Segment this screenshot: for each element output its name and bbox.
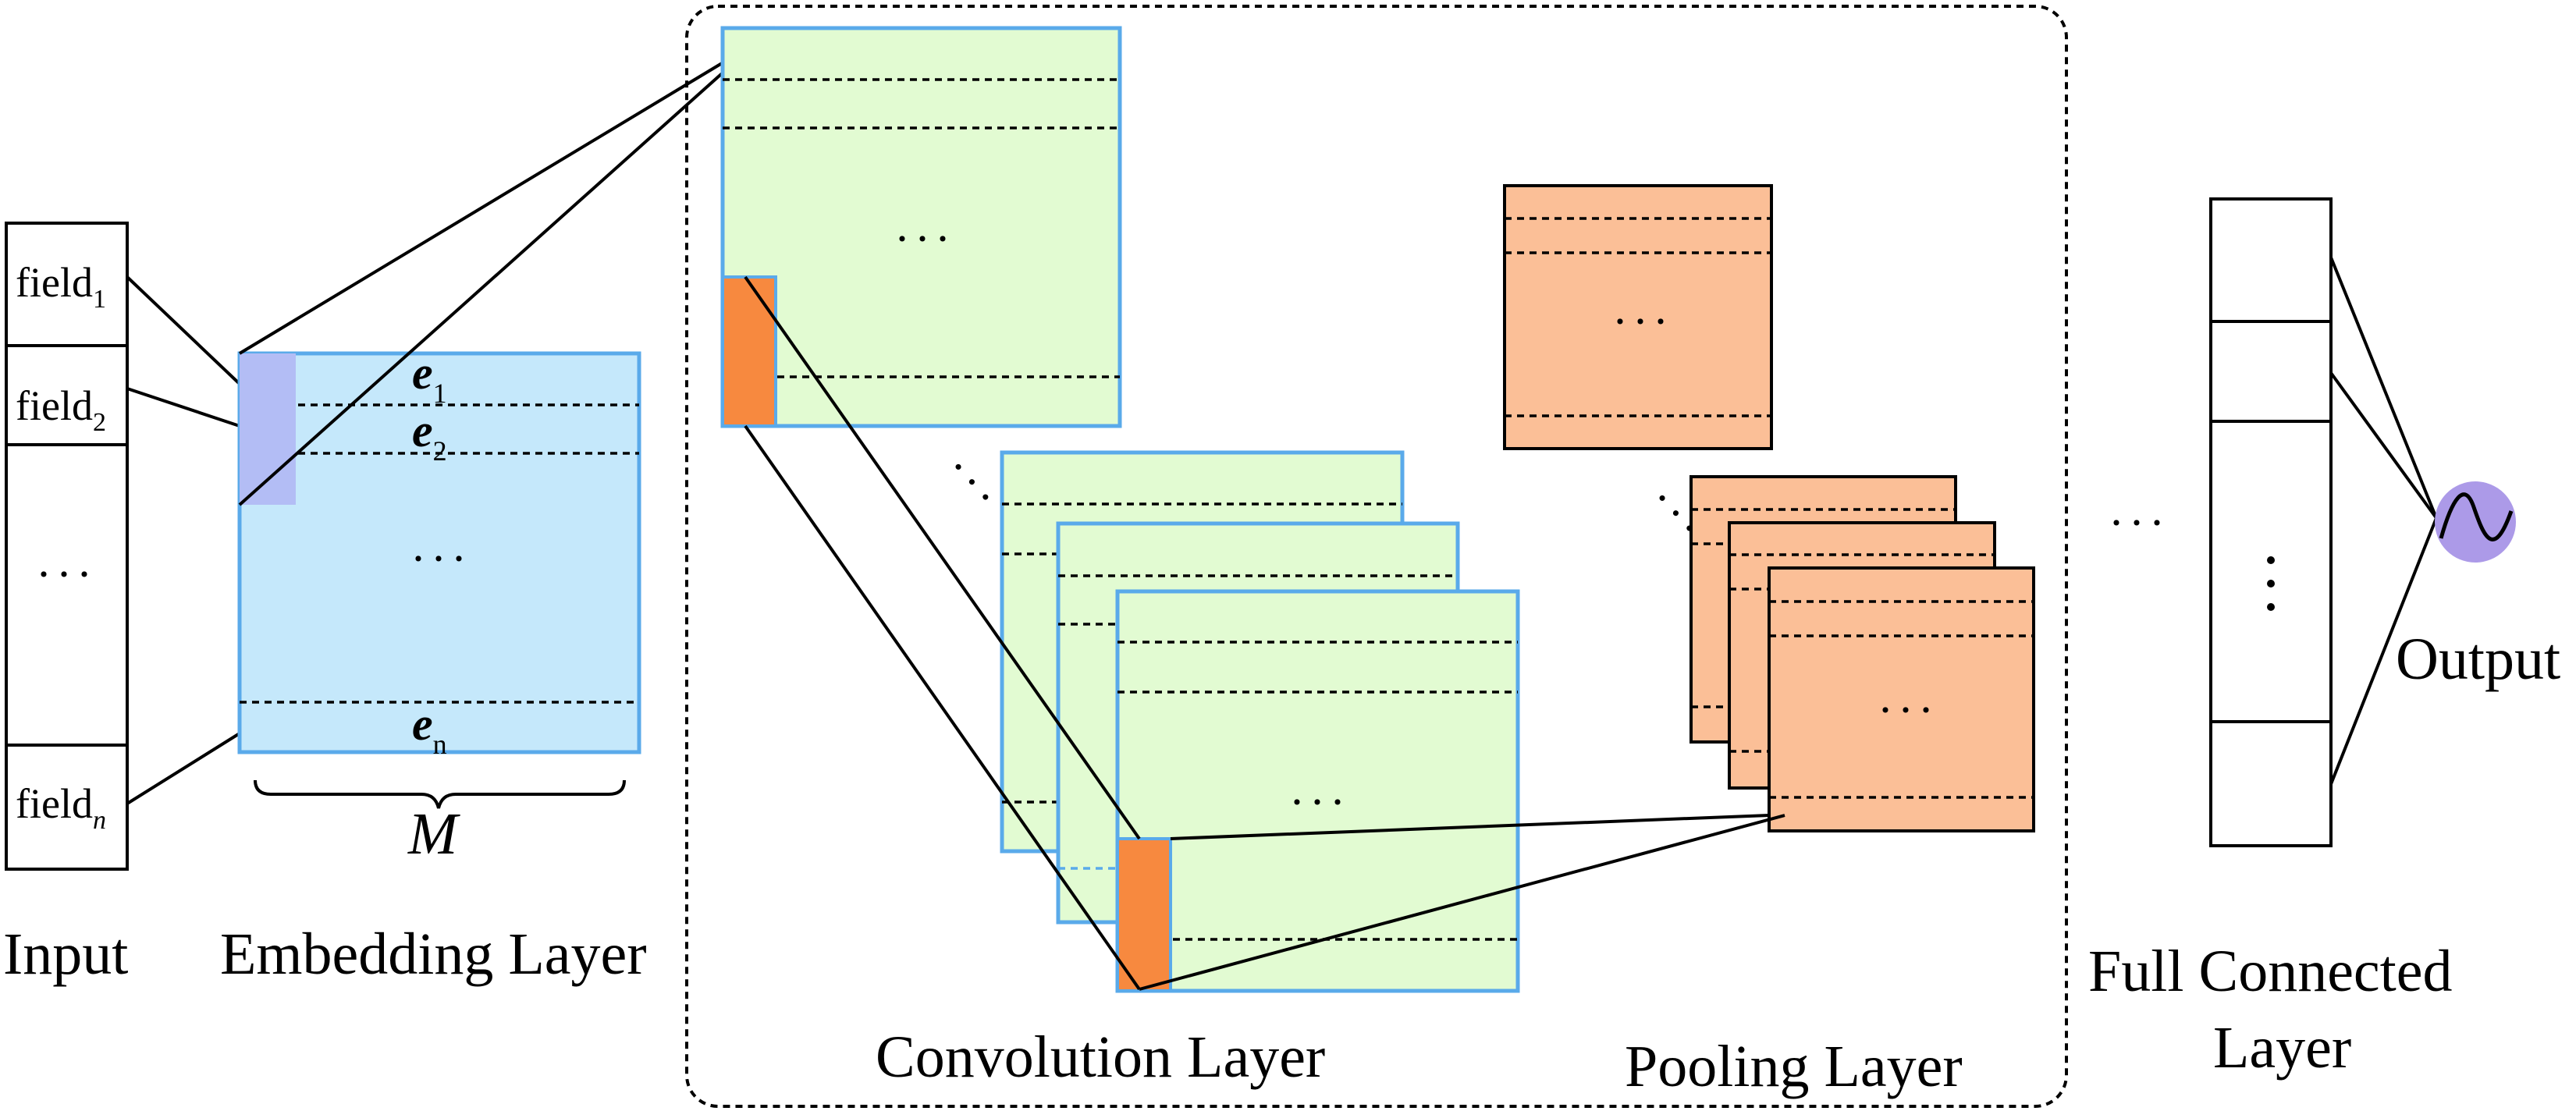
- embedding-en: en: [412, 698, 447, 760]
- field-label-2: field2: [16, 382, 106, 437]
- fc-output-connectors: [2329, 257, 2438, 785]
- pooling-layer-label: Pooling Layer: [1625, 1034, 1963, 1099]
- conv-kernel-2: [1116, 837, 1172, 992]
- conv-kernel-1: [721, 275, 777, 428]
- input-label: Input: [3, 921, 128, 987]
- conv-ellipsis-2: ···: [1289, 776, 1350, 828]
- conv-ellipsis-1: ···: [894, 213, 955, 264]
- input-ellipsis: ···: [36, 548, 97, 600]
- conv-pool-container: [685, 5, 2068, 1108]
- kernel-connectors: [744, 275, 1141, 991]
- conv-feature-map-1: ···: [720, 26, 1122, 428]
- pool-ellipsis-1: ···: [1612, 296, 1673, 347]
- input-embedding-connectors: [126, 275, 241, 805]
- embedding-layer-label: Embedding Layer: [220, 921, 647, 987]
- conv-pool-connectors: [1139, 814, 1785, 991]
- embedding-matrix: e1 e2 ··· en: [237, 347, 641, 760]
- pool-feature-map-4: ···: [1768, 566, 2035, 832]
- full-connected-column: [2209, 197, 2333, 847]
- full-connected-label-line1: Full Connected: [2088, 939, 2453, 1004]
- output-node: [2435, 481, 2516, 563]
- output-label: Output: [2396, 626, 2560, 692]
- convolution-layer-label: Convolution Layer: [876, 1024, 1325, 1090]
- input-column: field1 field2 ··· fieldn: [5, 222, 129, 871]
- embedding-conv-connectors: [238, 41, 759, 506]
- field-label-1: field1: [16, 259, 106, 314]
- full-connected-label-line2: Layer: [2213, 1015, 2351, 1081]
- pool-feature-map-1: ···: [1503, 184, 1773, 450]
- embedding-ellipsis: ···: [410, 533, 471, 584]
- m-brace: [254, 779, 626, 809]
- embedding-e1: e1: [412, 347, 447, 409]
- embedding-selection: [240, 353, 296, 505]
- pool-ellipsis-2: ···: [1878, 684, 1938, 736]
- fc-ellipsis: ···: [2109, 497, 2169, 548]
- conv-feature-map-4: ···: [1115, 589, 1520, 993]
- field-label-n: fieldn: [16, 780, 106, 835]
- m-label: M: [407, 801, 460, 867]
- embedding-e2: e2: [412, 405, 447, 467]
